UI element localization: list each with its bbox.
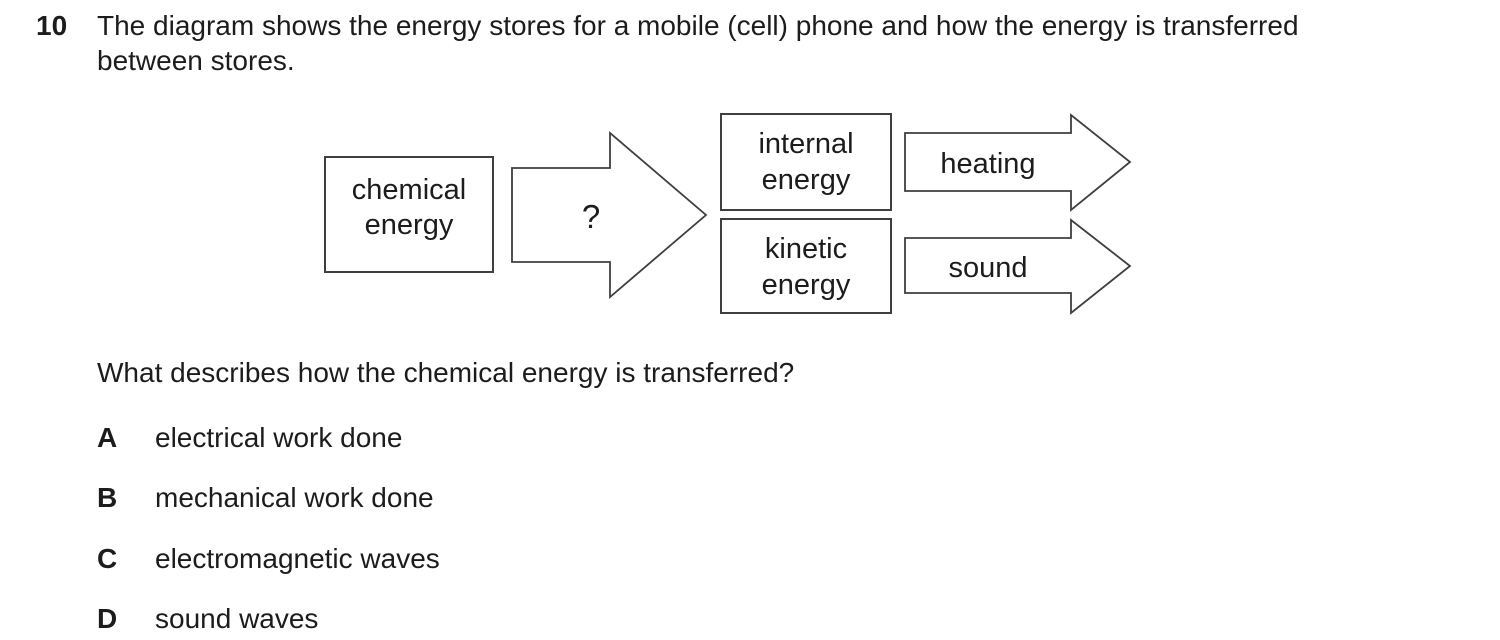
sound-arrow: [904, 218, 1132, 315]
chemical-energy-box: [324, 156, 494, 273]
option-text-d: sound waves: [155, 603, 319, 634]
option-letter-c: C: [97, 543, 118, 574]
internal-energy-label-line1: internal: [758, 128, 853, 160]
question-prompt: What describes how the chemical energy i…: [97, 357, 795, 388]
chemical-energy-label-line2: energy: [365, 209, 454, 241]
kinetic-energy-box: [720, 218, 892, 314]
energy-flow-diagram: chemical energy ? internal energy kineti…: [324, 113, 1132, 315]
heating-label: heating: [940, 148, 1035, 180]
question-intro-line-1: The diagram shows the energy stores for …: [97, 10, 1299, 41]
question-mark-label: ?: [582, 198, 600, 235]
option-letter-b: B: [97, 482, 118, 513]
unknown-transfer-arrow: [511, 131, 708, 299]
option-text-a: electrical work done: [155, 422, 403, 453]
option-letter-d: D: [97, 603, 118, 634]
question-intro: The diagram shows the energy stores for …: [97, 8, 1457, 78]
internal-energy-box: [720, 113, 892, 211]
option-letter-a: A: [97, 422, 118, 453]
option-text-b: mechanical work done: [155, 482, 434, 513]
heating-arrow: [904, 113, 1132, 212]
sound-label: sound: [948, 252, 1027, 284]
question-intro-line-2: between stores.: [97, 45, 295, 76]
kinetic-energy-label-line2: energy: [762, 269, 851, 301]
internal-energy-label-line2: energy: [762, 164, 851, 196]
option-text-c: electromagnetic waves: [155, 543, 440, 574]
chemical-energy-label-line1: chemical: [352, 174, 466, 206]
question-number: 10: [36, 10, 68, 41]
kinetic-energy-label-line1: kinetic: [765, 233, 847, 265]
